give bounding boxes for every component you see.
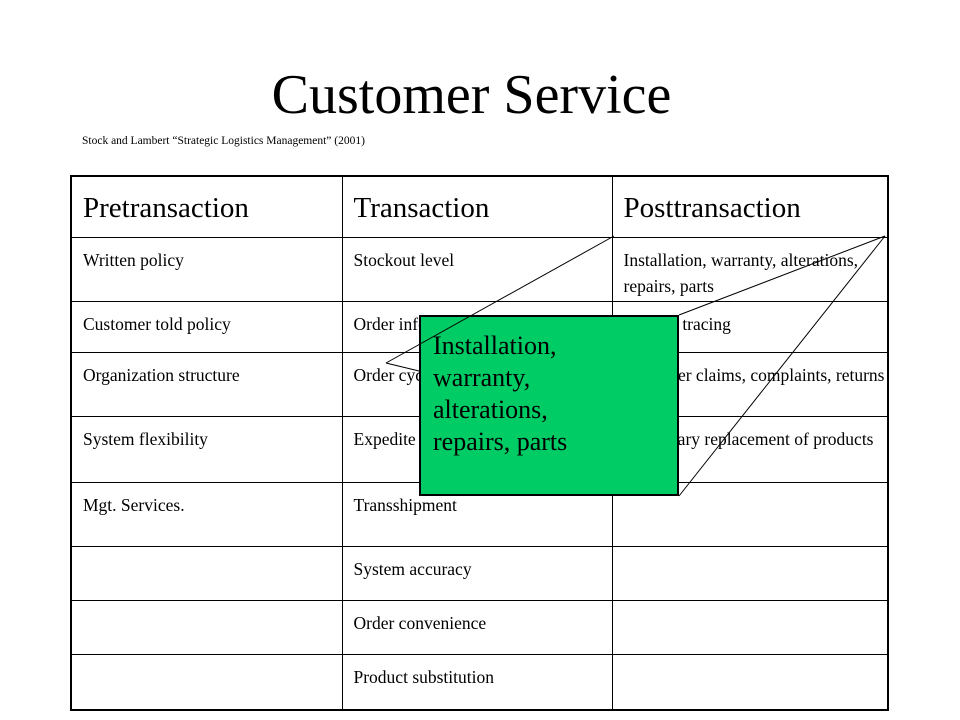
table-cell: Organization structure [70, 352, 343, 417]
table-cell: System accuracy [341, 546, 613, 601]
table-row: Written policy Stockout level Installati… [70, 237, 889, 302]
table-cell: Stockout level [341, 237, 613, 302]
column-header-transaction: Transaction [341, 175, 613, 238]
table-cell: Written policy [70, 237, 343, 302]
table-row: Order convenience [70, 600, 889, 655]
citation: Stock and Lambert “Strategic Logistics M… [82, 135, 365, 147]
table-row: System accuracy [70, 546, 889, 601]
table-header-row: Pretransaction Transaction Posttransacti… [70, 175, 889, 238]
callout-line: Installation, [433, 331, 557, 360]
table-cell [611, 600, 889, 655]
table-cell: Order convenience [341, 600, 613, 655]
slide-title: Customer Service [271, 64, 672, 126]
callout-line: warranty, [433, 363, 531, 392]
callout-box: Installation, warranty, alterations, rep… [419, 315, 679, 496]
table-cell [611, 654, 889, 710]
table-cell [70, 654, 343, 710]
table-cell: Customer told policy [70, 301, 343, 353]
column-header-posttransaction: Posttransaction [611, 175, 889, 238]
table-row: Product substitution [70, 654, 889, 710]
callout-line: alterations, [433, 395, 548, 424]
table-cell [611, 546, 889, 601]
table-cell: Mgt. Services. [70, 482, 343, 547]
table-cell: Installation, warranty, alterations, rep… [611, 237, 889, 302]
table-cell: System flexibility [70, 416, 343, 483]
callout-line: repairs, parts [433, 427, 568, 456]
column-header-pretransaction: Pretransaction [70, 175, 343, 238]
table-cell [70, 600, 343, 655]
table-cell [70, 546, 343, 601]
table-cell: Product substitution [341, 654, 613, 710]
